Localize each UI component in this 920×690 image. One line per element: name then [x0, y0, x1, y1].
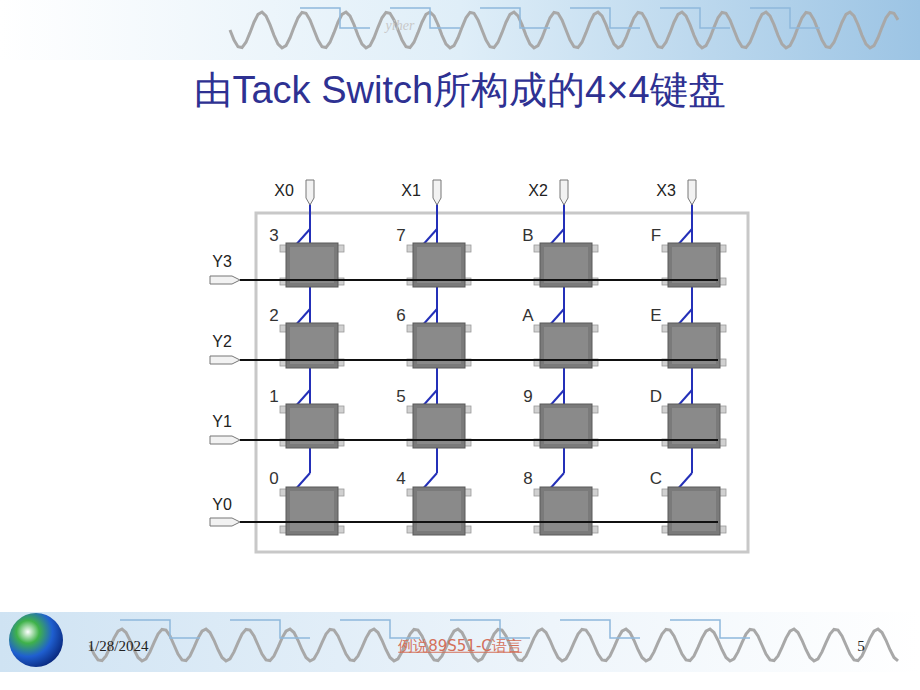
column-pin-name: X2 — [528, 182, 548, 200]
key-label: 9 — [523, 388, 532, 407]
key-label: B — [522, 227, 533, 246]
key-label: 5 — [396, 388, 405, 407]
column-pin-name: X3 — [656, 182, 676, 200]
row-pin-name: Y3 — [212, 253, 232, 271]
key-label: 0 — [269, 470, 278, 489]
slide-title: 由Tack Switch所构成的4×4键盘 — [0, 68, 920, 114]
footer-text: 1/28/2024 — [88, 638, 149, 655]
key-label: 3 — [269, 227, 278, 246]
column-pin-name: X1 — [401, 182, 421, 200]
footer-text: 例说89S51-C语言 — [398, 638, 522, 655]
column-pin-name: X0 — [274, 182, 294, 200]
key-label: 4 — [396, 470, 405, 489]
key-label: 2 — [269, 307, 278, 326]
key-label: 7 — [396, 227, 405, 246]
key-label: D — [650, 388, 662, 407]
watermark: yiher — [386, 18, 415, 33]
key-label: A — [522, 307, 533, 326]
key-label: 6 — [396, 307, 405, 326]
header-band — [0, 0, 920, 60]
row-pin-name: Y1 — [212, 413, 232, 431]
key-label: 8 — [523, 470, 532, 489]
footer-text: 5 — [857, 638, 865, 655]
keypad-drawing — [210, 180, 726, 535]
row-pin-name: Y0 — [212, 496, 232, 514]
globe-ball — [9, 613, 63, 667]
key-label: 1 — [269, 388, 278, 407]
keypad-frame — [256, 213, 748, 552]
key-label: E — [650, 307, 661, 326]
row-pin-name: Y2 — [212, 333, 232, 351]
footer-band — [0, 612, 920, 672]
key-label: F — [651, 227, 661, 246]
key-label: C — [650, 470, 662, 489]
